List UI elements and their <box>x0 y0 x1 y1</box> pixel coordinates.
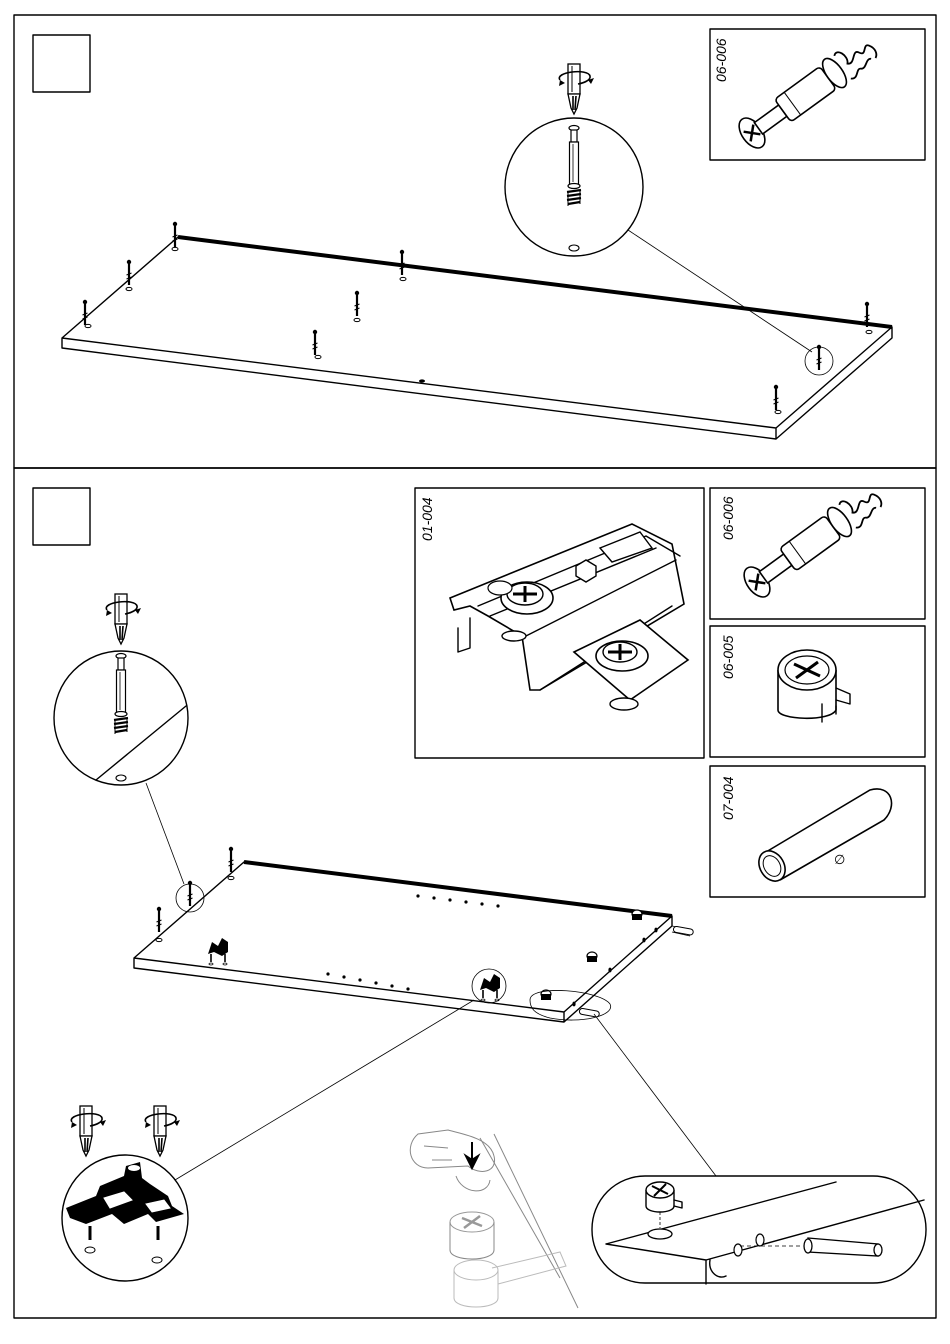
part-box-01-004: 01-004 <box>415 488 704 758</box>
step-2-bolt-magnifier <box>54 594 204 912</box>
screwdriver-icon <box>71 1106 106 1156</box>
part-box-06-006: 06-006 <box>710 481 925 619</box>
diameter-symbol: ∅ <box>834 853 845 868</box>
hinge-mounting-plate-icon <box>208 938 500 1001</box>
cam-lock-nut-icon <box>646 1182 682 1239</box>
cam-bolt-icon <box>83 222 873 414</box>
part-box-06-005: 06-005 <box>710 626 925 757</box>
cam-lock-nut-icon <box>541 910 642 1000</box>
board-top-panel <box>62 237 892 439</box>
cam-bolt-icon <box>734 32 882 152</box>
wooden-dowel-icon: ∅ <box>754 789 892 886</box>
step-2-dowel-magnifier <box>592 1014 926 1284</box>
step-2-number-box <box>33 488 90 545</box>
cam-lock-nut-icon <box>778 650 850 722</box>
hinge-mounting-plate-icon <box>450 524 688 710</box>
hand-insertion-hint <box>410 1130 578 1308</box>
part-code: 01-004 <box>419 497 435 541</box>
part-code: 07-004 <box>720 776 736 820</box>
part-code: 06-005 <box>720 635 736 679</box>
part-code: 06-006 <box>713 38 729 82</box>
screwdriver-icon <box>559 64 594 114</box>
part-box-06-006: 06-006 <box>710 29 925 160</box>
screwdriver-icon <box>106 594 141 644</box>
part-code: 06-006 <box>720 496 736 540</box>
step-1-number-box <box>33 35 90 92</box>
cam-bolt-icon <box>156 847 234 942</box>
board-side-panel <box>134 862 694 1022</box>
screwdriver-icon <box>145 1106 180 1156</box>
step-1-detail-magnifier <box>505 64 812 352</box>
part-box-07-004: 07-004 ∅ <box>710 766 925 897</box>
cam-bolt-icon <box>739 481 887 601</box>
